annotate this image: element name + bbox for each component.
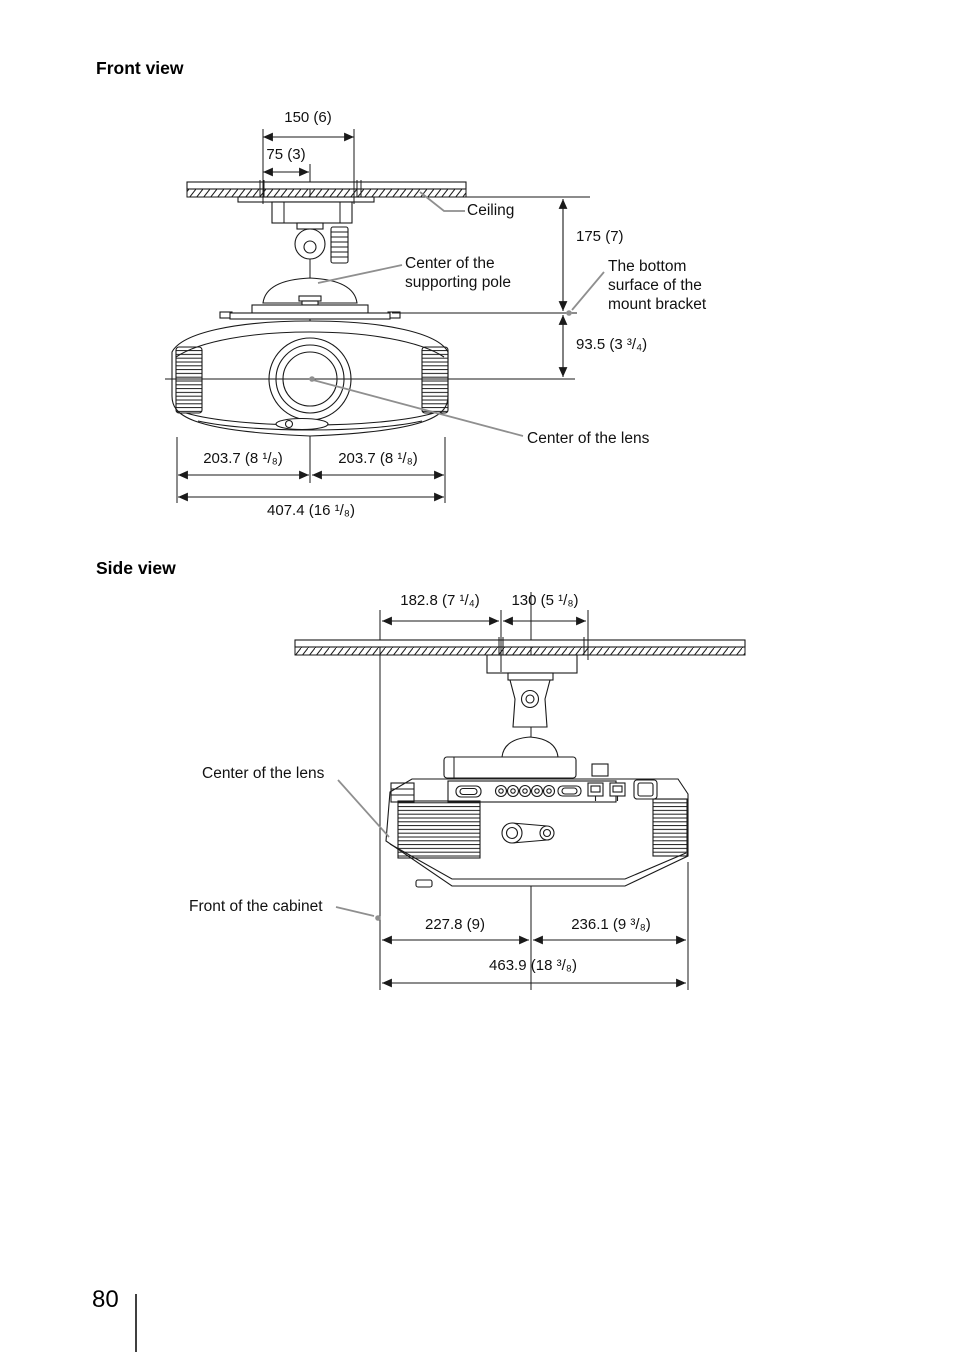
projector-body-side xyxy=(385,778,689,888)
dim-front-to-plate: 182.8 (7 ¹/₄) xyxy=(400,592,480,609)
right-vent-front xyxy=(421,346,449,414)
left-vent-front xyxy=(175,346,203,414)
ceiling-front xyxy=(186,180,590,198)
page-number: 80 xyxy=(92,1286,119,1313)
mount-bracket-front xyxy=(237,196,375,306)
side-view-dimensions xyxy=(382,610,689,990)
front-vent-side xyxy=(397,800,481,859)
lens-center-label-front: Center of the lens xyxy=(527,430,650,447)
dim-total-depth: 463.9 (18 ³/₈) xyxy=(489,957,577,974)
front-view-heading: Front view xyxy=(96,58,184,78)
dim-total-width: 407.4 (16 ¹/₈) xyxy=(267,502,355,519)
handle-detail xyxy=(501,822,555,844)
projector-body-front xyxy=(171,320,449,437)
dim-front-to-lens-center: 227.8 (9) xyxy=(424,916,486,933)
rca-connectors xyxy=(494,784,556,798)
side-view-leaders xyxy=(335,779,390,921)
dim-bracket-width: 150 (6) xyxy=(284,109,332,126)
dim-ceiling-to-bracket: 175 (7) xyxy=(576,228,624,245)
front-view-leaders xyxy=(309,191,605,437)
mount-bracket-side xyxy=(443,654,609,779)
supporting-pole-label: Center of the supporting pole xyxy=(405,255,511,291)
lens-center-label-side: Center of the lens xyxy=(202,765,325,782)
dim-lens-center-to-rear: 236.1 (9 ³/₈) xyxy=(571,916,651,933)
power-inlet xyxy=(633,779,658,800)
rear-vent-side xyxy=(652,798,688,857)
dim-bracket-to-lens: 93.5 (3 ³/₄) xyxy=(576,336,648,353)
dim-left-half-width: 203.7 (8 ¹/₈) xyxy=(203,450,283,467)
front-view-dimensions xyxy=(176,129,568,503)
ceiling-label: Ceiling xyxy=(467,202,515,219)
side-view-diagram xyxy=(294,592,746,990)
mount-plate-front xyxy=(251,304,369,314)
ceiling-side xyxy=(294,637,746,656)
side-view-heading: Side view xyxy=(96,558,176,578)
cabinet-front-label: Front of the cabinet xyxy=(189,898,323,915)
dim-plate-depth: 130 (5 ¹/₈) xyxy=(511,592,579,609)
mount-bracket-bottom-label: The bottom surface of the mount bracket xyxy=(608,258,707,313)
front-view-diagram xyxy=(165,129,605,503)
network-ports xyxy=(587,782,626,801)
dim-pole-offset: 75 (3) xyxy=(266,146,306,163)
dim-right-half-width: 203.7 (8 ¹/₈) xyxy=(338,450,418,467)
